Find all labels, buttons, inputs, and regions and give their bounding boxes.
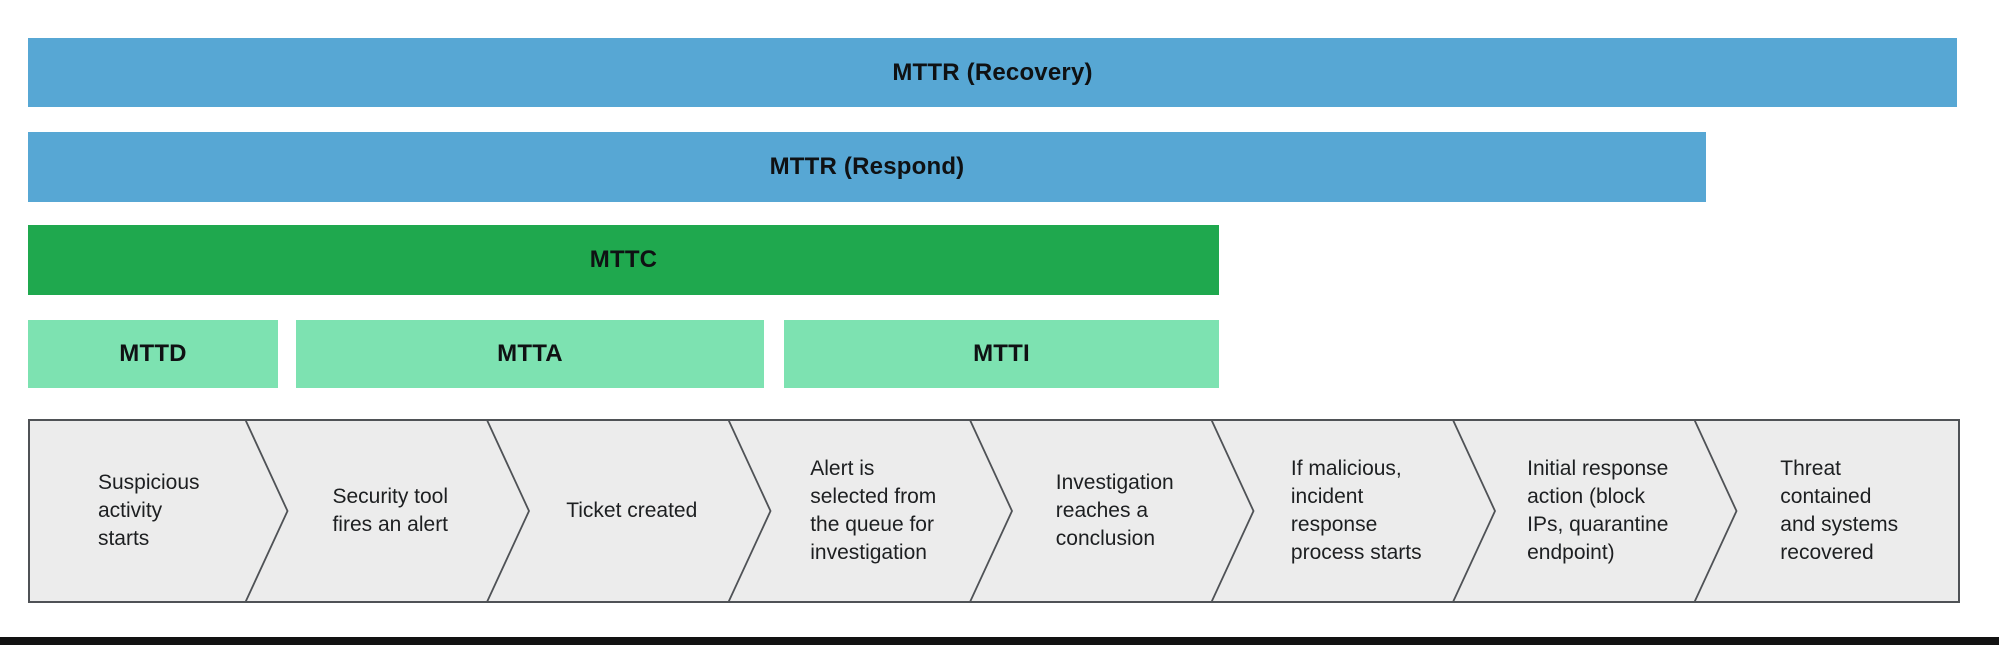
mtta-label: MTTA	[497, 340, 563, 367]
timeline-step-label: Threat contained and systems recovered	[1780, 456, 1899, 565]
timeline-step-label: Suspicious activity starts	[97, 470, 200, 551]
timeline-step-5: Investigation reaches a conclusion	[994, 419, 1236, 603]
timeline-step-4: Alert is selected from the queue for inv…	[753, 419, 995, 603]
mttd-bar: MTTD	[28, 320, 278, 388]
chevron-divider	[486, 419, 530, 603]
mttd-label: MTTD	[119, 340, 187, 367]
chevron-divider	[1452, 419, 1496, 603]
mtta-bar: MTTA	[296, 320, 764, 388]
timeline-step-label: Security tool fires an alert	[332, 484, 449, 536]
bottom-divider-bar	[0, 637, 1999, 645]
chevron-divider	[1210, 419, 1255, 603]
mttr-respond-bar: MTTR (Respond)	[28, 132, 1706, 202]
timeline-step-label: If malicious, incident response process …	[1290, 456, 1422, 565]
mtti-label: MTTI	[973, 340, 1030, 367]
timeline-step-3: Ticket created	[511, 419, 753, 603]
chevron-divider	[244, 419, 289, 603]
timeline-band	[28, 419, 1960, 603]
timeline-step-label: Investigation reaches a conclusion	[1055, 470, 1174, 551]
timeline-step-7: Initial response action (block IPs, quar…	[1477, 419, 1719, 603]
chevron-divider	[969, 419, 1013, 603]
timeline-step-label: Ticket created	[566, 498, 698, 522]
timeline-step-1: Suspicious activity starts	[28, 419, 270, 603]
chevron-divider	[727, 419, 772, 603]
mttr-recovery-label: MTTR (Recovery)	[892, 58, 1093, 86]
mttr-recovery-bar: MTTR (Recovery)	[28, 38, 1957, 107]
chevron-divider	[1693, 419, 1738, 603]
timeline-step-8: Threat contained and systems recovered	[1719, 419, 1961, 603]
timeline-step-2: Security tool fires an alert	[270, 419, 512, 603]
timeline-step-label: Alert is selected from the queue for inv…	[810, 456, 937, 565]
mttc-label: MTTC	[589, 246, 658, 273]
mttr-respond-label: MTTR (Respond)	[769, 153, 965, 180]
mtti-bar: MTTI	[784, 320, 1219, 388]
timeline-step-label: Initial response action (block IPs, quar…	[1527, 456, 1669, 565]
timeline-band-background	[28, 419, 1960, 603]
mttc-bar: MTTC	[28, 225, 1219, 295]
timeline-step-6: If malicious, incident response process …	[1236, 419, 1478, 603]
